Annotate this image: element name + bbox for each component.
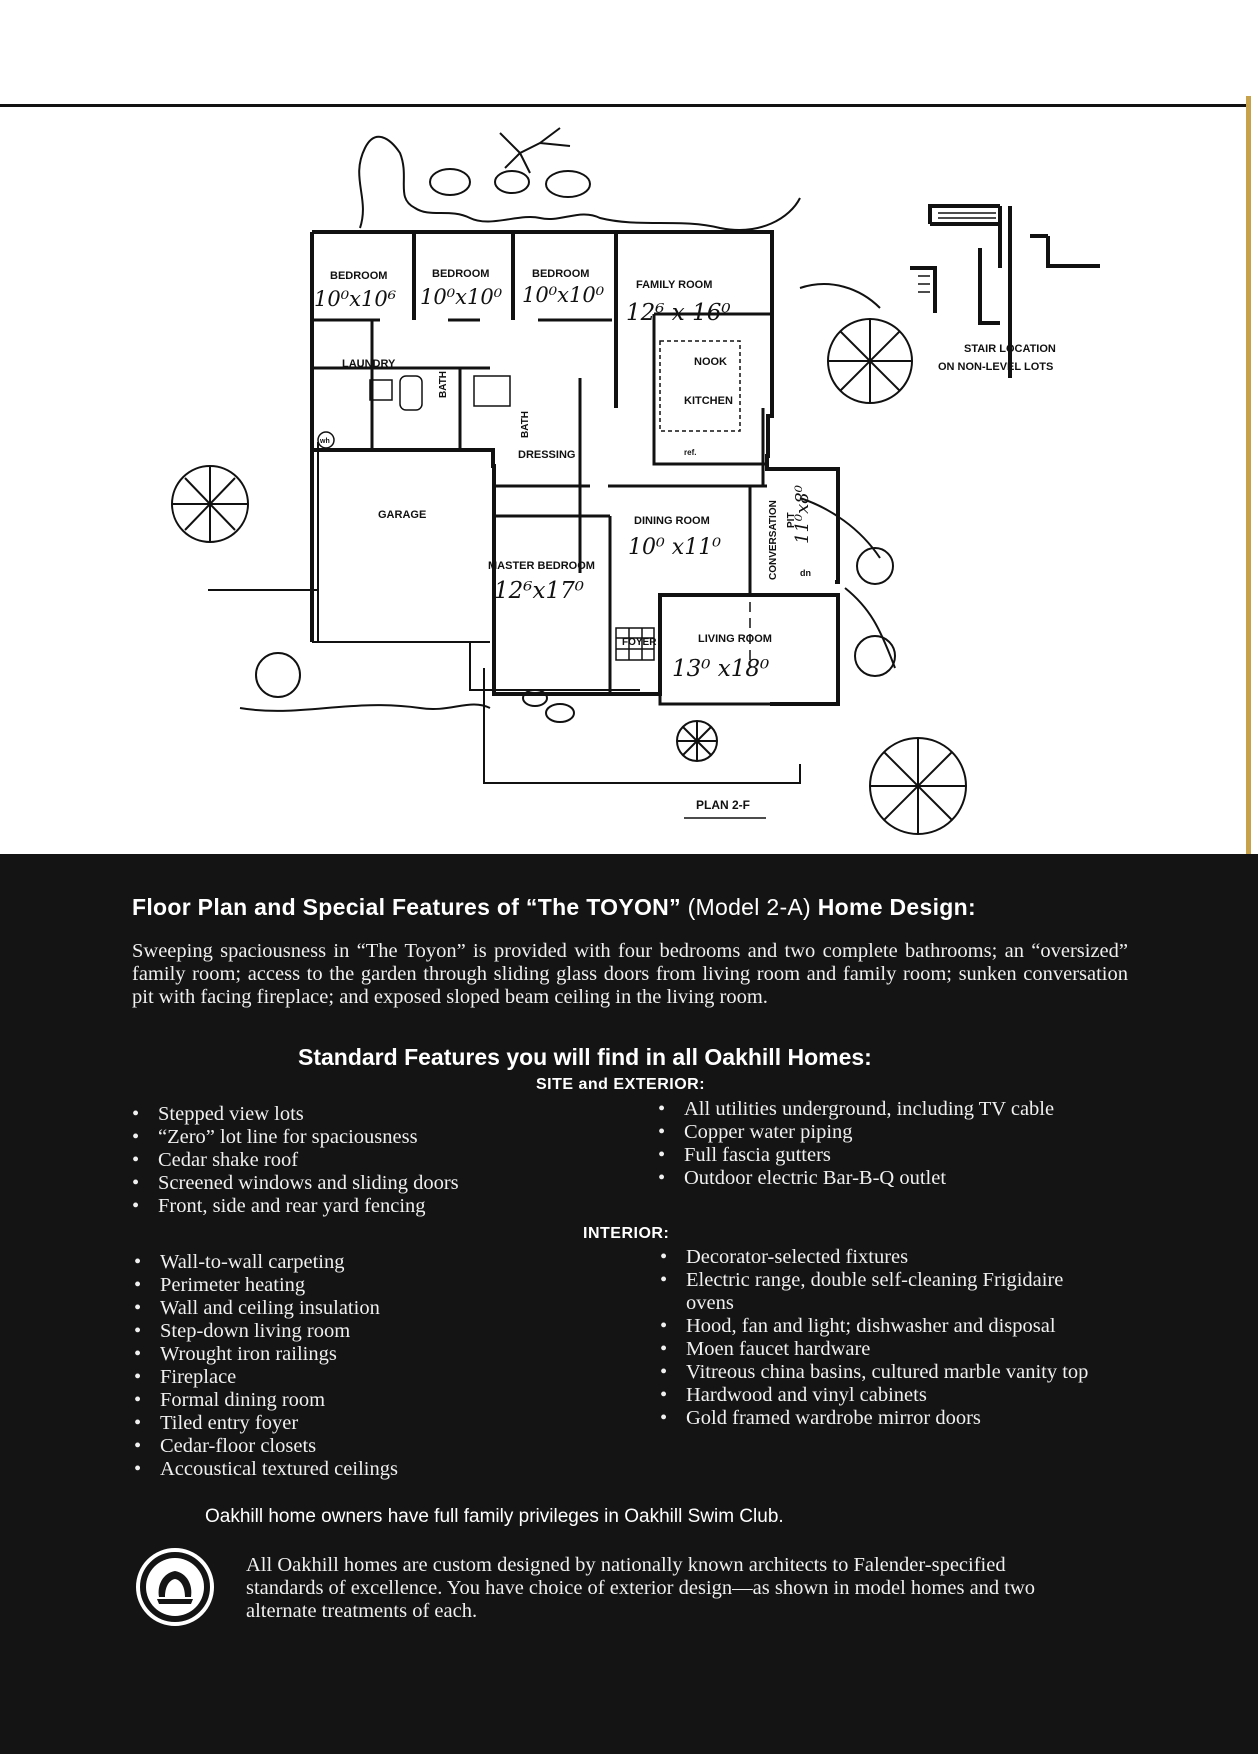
size-bedroom-3: 10⁰x10⁰ — [522, 283, 605, 307]
list-item: Decorator-selected fixtures — [660, 1246, 1100, 1269]
list-item: Wrought iron railings — [134, 1343, 594, 1366]
label-nook: NOOK — [694, 356, 727, 368]
size-living-room: 13⁰ x18⁰ — [672, 656, 769, 682]
label-laundry: LAUNDRY — [342, 358, 396, 370]
list-item: “Zero” lot line for spaciousness — [132, 1126, 592, 1149]
size-conversation-pit: 11⁰x8⁰ — [792, 485, 813, 544]
label-foyer: FOYER — [622, 637, 657, 648]
label-dining-room: DINING ROOM — [634, 515, 710, 527]
list-item: Outdoor electric Bar-B-Q outlet — [658, 1167, 1098, 1190]
size-bedroom-2: 10⁰x10⁰ — [420, 285, 503, 309]
list-item: Front, side and rear yard fencing — [132, 1195, 592, 1218]
label-wh: wh — [319, 438, 330, 445]
intro-paragraph: Sweeping spaciousness in “The Toyon” is … — [132, 940, 1128, 1008]
interior-label: INTERIOR: — [583, 1225, 670, 1242]
floor-plan-drawing: BEDROOM 10⁰x10⁶ BEDROOM 10⁰x10⁰ BEDROOM … — [171, 127, 1100, 835]
size-family-room: 12⁶ x 16⁰ — [626, 300, 731, 326]
list-item: Full fascia gutters — [658, 1144, 1098, 1167]
site-exterior-label: SITE and EXTERIOR: — [536, 1076, 706, 1093]
label-bedroom-2: BEDROOM — [432, 268, 489, 280]
closing-paragraph: All Oakhill homes are custom designed by… — [246, 1554, 1036, 1622]
interior-left-list: Wall-to-wall carpeting Perimeter heating… — [134, 1251, 594, 1481]
interior-right-list: Decorator-selected fixtures Electric ran… — [660, 1246, 1100, 1430]
plan-label: PLAN 2-F — [696, 798, 750, 812]
list-item: Hood, fan and light; dishwasher and disp… — [660, 1315, 1100, 1338]
floor-plan: BEDROOM 10⁰x10⁶ BEDROOM 10⁰x10⁰ BEDROOM … — [0, 108, 1246, 854]
size-bedroom-1: 10⁰x10⁶ — [314, 287, 397, 311]
label-living-room: LIVING ROOM — [698, 633, 772, 645]
headline: Floor Plan and Special Features of “The … — [132, 894, 976, 921]
swim-club-note: Oakhill home owners have full family pri… — [205, 1506, 784, 1527]
site-left-list: Stepped view lots “Zero” lot line for sp… — [132, 1103, 592, 1218]
list-item: All utilities underground, including TV … — [658, 1098, 1098, 1121]
list-item: Screened windows and sliding doors — [132, 1172, 592, 1195]
label-dressing: DRESSING — [518, 449, 575, 461]
label-bath-2: BATH — [520, 411, 531, 438]
label-master-bedroom: MASTER BEDROOM — [488, 560, 595, 572]
list-item: Tiled entry foyer — [134, 1412, 594, 1435]
label-kitchen: KITCHEN — [684, 395, 733, 407]
label-bath-1: BATH — [438, 371, 449, 398]
label-pit: PIT — [786, 512, 797, 528]
label-conversation: CONVERSATION — [768, 500, 779, 580]
list-item: Copper water piping — [658, 1121, 1098, 1144]
list-item: Cedar shake roof — [132, 1149, 592, 1172]
list-item: Stepped view lots — [132, 1103, 592, 1126]
list-item: Step-down living room — [134, 1320, 594, 1343]
label-family-room: FAMILY ROOM — [636, 279, 712, 291]
headline-suffix: Home Design: — [817, 894, 976, 920]
stair-location-label: STAIR LOCATION — [964, 343, 1056, 355]
size-master-bedroom: 12⁶x17⁰ — [494, 578, 584, 604]
list-item: Accoustical textured ceilings — [134, 1458, 594, 1481]
site-right-list: All utilities underground, including TV … — [658, 1098, 1098, 1190]
list-item: Hardwood and vinyl cabinets — [660, 1384, 1100, 1407]
label-dn: dn — [800, 568, 811, 578]
label-garage: GARAGE — [378, 509, 426, 521]
label-ref: ref. — [684, 448, 696, 457]
page-top-rule — [0, 104, 1248, 107]
stair-location-label-2: ON NON-LEVEL LOTS — [938, 361, 1053, 373]
list-item: Wall and ceiling insulation — [134, 1297, 594, 1320]
list-item: Moen faucet hardware — [660, 1338, 1100, 1361]
list-item: Perimeter heating — [134, 1274, 594, 1297]
list-item: Gold framed wardrobe mirror doors — [660, 1407, 1100, 1430]
oakhill-logo-icon — [136, 1548, 214, 1626]
list-item: Fireplace — [134, 1366, 594, 1389]
label-bedroom-3: BEDROOM — [532, 268, 589, 280]
standard-features-heading: Standard Features you will find in all O… — [298, 1044, 872, 1070]
list-item: Cedar-floor closets — [134, 1435, 594, 1458]
size-dining-room: 10⁰ x11⁰ — [628, 535, 721, 560]
headline-model: (Model 2-A) — [687, 894, 812, 920]
list-item: Wall-to-wall carpeting — [134, 1251, 594, 1274]
label-bedroom-1: BEDROOM — [330, 270, 387, 282]
list-item: Electric range, double self-cleaning Fri… — [660, 1269, 1100, 1315]
page-edge — [1246, 96, 1251, 856]
list-item: Vitreous china basins, cultured marble v… — [660, 1361, 1100, 1384]
list-item: Formal dining room — [134, 1389, 594, 1412]
headline-title: Floor Plan and Special Features of “The … — [132, 894, 681, 920]
